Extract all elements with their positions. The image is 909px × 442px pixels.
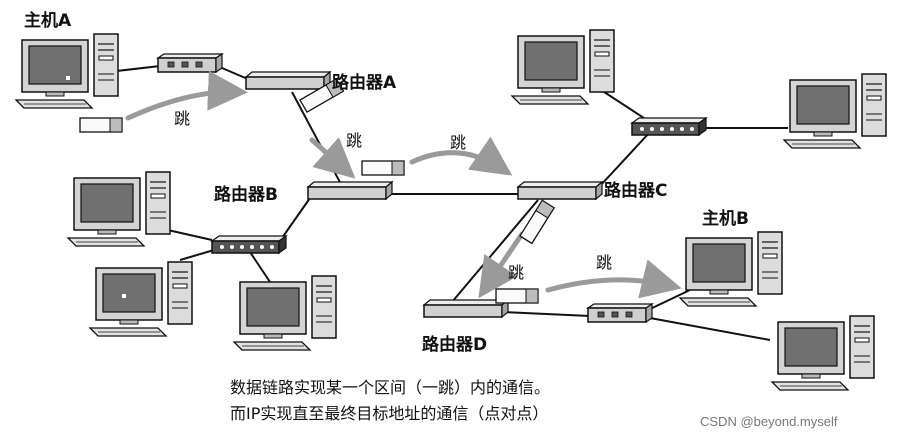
computer-b1 <box>67 171 171 247</box>
hop-label-3: 跳 <box>450 133 466 152</box>
router-a-device <box>245 71 331 90</box>
hop-arrows <box>125 70 682 299</box>
host-b-computer <box>679 231 783 307</box>
computer-b3 <box>233 275 337 351</box>
computer-b2 <box>89 261 193 337</box>
router-d-label: 路由器D <box>422 334 487 355</box>
links <box>107 65 788 341</box>
computer-c1 <box>511 29 615 105</box>
host-b-label: 主机B <box>702 208 749 229</box>
router-b-label: 路由器B <box>214 184 278 205</box>
watermark: CSDN @beyond.myself <box>700 414 838 429</box>
caption-line-1: 数据链路实现某一个区间（一跳）内的通信。 <box>230 378 550 397</box>
hop-label-2: 跳 <box>346 131 362 150</box>
switch-c <box>631 117 707 136</box>
switch-b <box>211 235 287 254</box>
packet-4 <box>519 199 555 245</box>
packet-3 <box>361 160 405 176</box>
hop-label-5: 跳 <box>596 253 612 272</box>
packet-5 <box>495 288 539 304</box>
router-a-label: 路由器A <box>332 72 397 93</box>
router-c-label: 路由器C <box>604 180 667 201</box>
host-a-label: 主机A <box>24 10 72 31</box>
host-a-computer <box>15 33 119 109</box>
hub-a <box>157 53 223 73</box>
computer-d2 <box>771 315 875 391</box>
router-c-device <box>517 181 603 200</box>
packet-1 <box>79 117 123 133</box>
computer-c2 <box>783 73 887 149</box>
hop-label-4: 跳 <box>508 263 524 282</box>
hop-label-1: 跳 <box>174 109 190 128</box>
caption-line-2: 而IP实现直至最终目标地址的通信（点对点） <box>230 404 548 423</box>
hub-d <box>587 303 653 323</box>
router-b-device <box>307 181 393 200</box>
